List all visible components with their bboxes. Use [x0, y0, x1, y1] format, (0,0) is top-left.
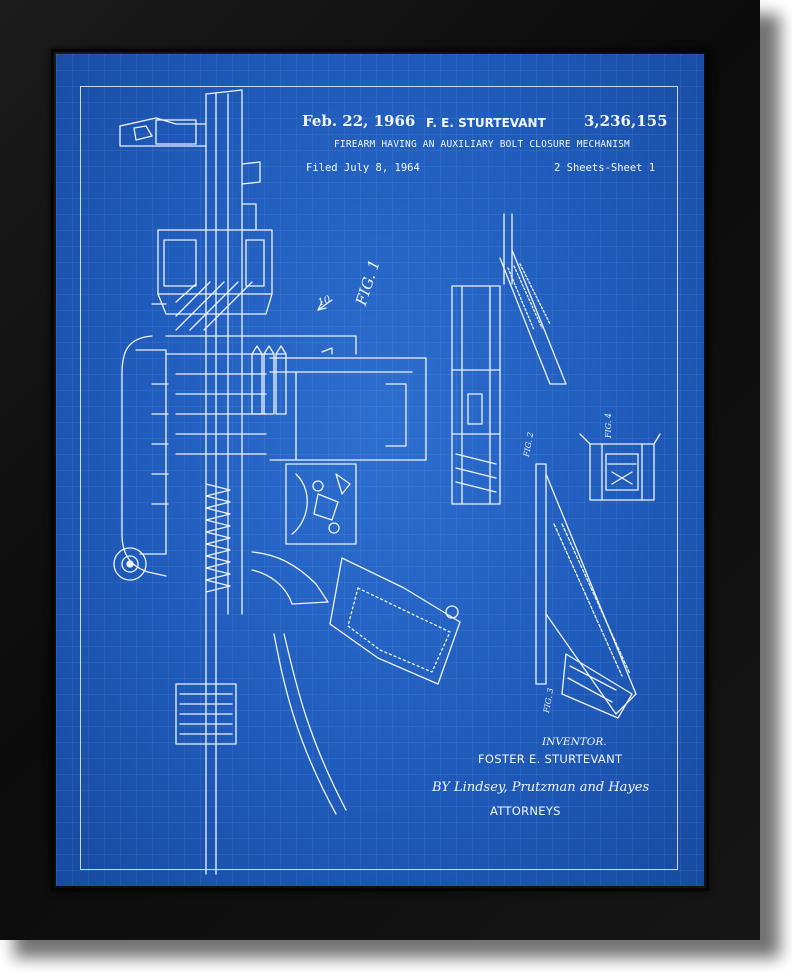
inventor-name: FOSTER E. STURTEVANT — [478, 752, 623, 766]
attorneys-signature: BY Lindsey, Prutzman and Hayes — [432, 780, 650, 795]
picture-frame: Feb. 22, 1966 F. E. STURTEVANT 3,236,155… — [0, 0, 760, 940]
blueprint-print: Feb. 22, 1966 F. E. STURTEVANT 3,236,155… — [56, 54, 704, 886]
fig2-drawing — [452, 214, 566, 504]
patent-drawing — [56, 54, 704, 886]
patent-title: FIREARM HAVING AN AUXILIARY BOLT CLOSURE… — [334, 139, 630, 150]
fig4-drawing — [580, 434, 660, 500]
fig1-rifle-drawing — [114, 90, 460, 874]
blueprint-border — [80, 86, 678, 870]
patent-inventor-header: F. E. STURTEVANT — [426, 116, 546, 130]
patent-filed-date: Filed July 8, 1964 — [306, 162, 420, 174]
fig3-drawing — [536, 464, 636, 718]
patent-sheets: 2 Sheets-Sheet 1 — [554, 162, 656, 174]
fig4-label: FIG. 4 — [604, 413, 613, 438]
blueprint-grid — [56, 54, 704, 886]
attorneys-label: ATTORNEYS — [490, 804, 561, 818]
patent-number: 3,236,155 — [584, 112, 668, 130]
inventor-label: INVENTOR. — [542, 736, 607, 748]
patent-date: Feb. 22, 1966 — [302, 112, 416, 130]
